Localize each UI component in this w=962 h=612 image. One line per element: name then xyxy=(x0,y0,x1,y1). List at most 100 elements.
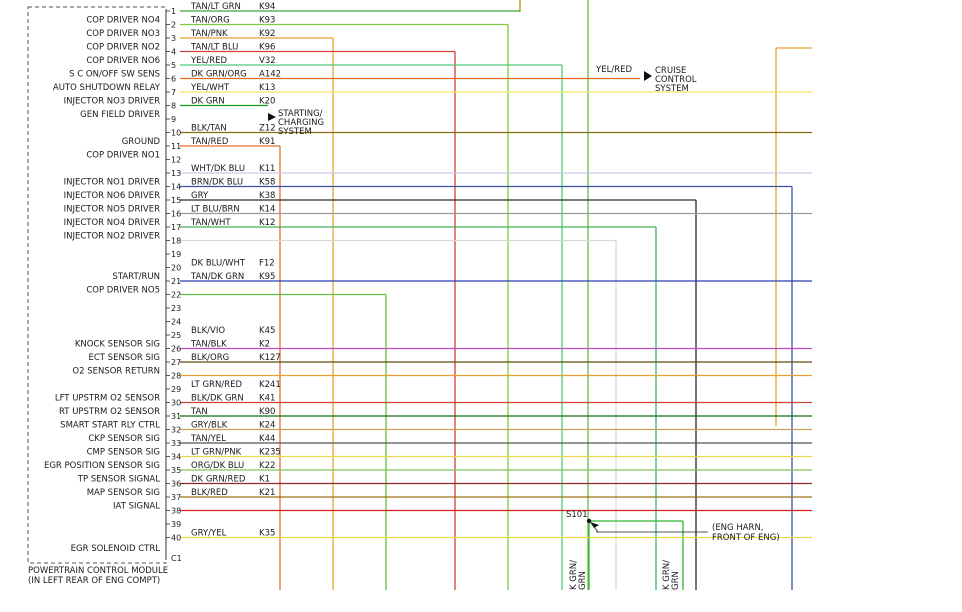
function-label: MAP SENSOR SIG xyxy=(87,488,160,498)
wire-color-label: DK GRN/ORG xyxy=(191,70,247,80)
circuit-label: K24 xyxy=(259,421,275,431)
pin-number: 30 xyxy=(171,399,181,408)
pin-number: 26 xyxy=(171,345,181,354)
function-label: S C ON/OFF SW SENS xyxy=(69,70,160,80)
wire-color-label: TAN/BLK xyxy=(190,340,227,350)
pin-number: 31 xyxy=(171,412,181,421)
circuit-label: K58 xyxy=(259,178,275,188)
function-label: O2 SENSOR RETURN xyxy=(72,367,160,377)
circuit-label: K96 xyxy=(259,43,275,53)
function-label: INJECTOR NO5 DRIVER xyxy=(64,205,160,215)
circuit-label: K45 xyxy=(259,326,275,336)
wire-color-label: BLK/RED xyxy=(191,488,228,498)
wire-color-label: LT GRN/RED xyxy=(191,380,242,390)
pin-number: 12 xyxy=(171,156,181,165)
wire-color-label: YEL/RED xyxy=(190,56,227,66)
circuit-label: K94 xyxy=(259,2,275,12)
circuit-label: K35 xyxy=(259,529,275,539)
charging-arrow-icon xyxy=(268,113,276,121)
splice-note-2: FRONT OF ENG) xyxy=(712,533,780,543)
cruise-label-2: CONTROL xyxy=(655,75,697,85)
pin-number: 40 xyxy=(171,534,181,543)
wire-color-label: WHT/DK BLU xyxy=(191,164,245,174)
bottom-wire-label-2b: GRN xyxy=(671,571,681,590)
function-label: COP DRIVER NO1 xyxy=(86,151,160,161)
circuit-label: K92 xyxy=(259,29,275,39)
module-location: (IN LEFT REAR OF ENG COMPT) xyxy=(28,576,160,586)
vertical-wires xyxy=(279,0,812,590)
pin-number: 2 xyxy=(171,21,176,30)
splice-leader-arrow-icon xyxy=(590,522,599,528)
pin-number: 3 xyxy=(171,34,176,43)
pin-number: 15 xyxy=(171,196,181,205)
function-label: START/RUN xyxy=(112,272,160,282)
wire-color-label: TAN/YEL xyxy=(190,434,226,444)
pin-number: 35 xyxy=(171,466,181,475)
circuit-label: K1 xyxy=(259,475,270,485)
wire-color-label: GRY xyxy=(191,191,209,201)
function-label: COP DRIVER NO3 xyxy=(86,29,160,39)
pin-number: 38 xyxy=(171,507,181,516)
function-label: COP DRIVER NO2 xyxy=(86,43,160,53)
circuit-label: K90 xyxy=(259,407,275,417)
circuit-label: K13 xyxy=(259,83,275,93)
pin-number: 34 xyxy=(171,453,181,462)
pin-number: 16 xyxy=(171,210,181,219)
wire-color-label: LT BLU/BRN xyxy=(191,205,240,215)
charging-label-3: SYSTEM xyxy=(278,127,312,137)
wire-color-label: TAN/WHT xyxy=(190,218,231,228)
wire-color-label: ORG/DK BLU xyxy=(191,461,244,471)
circuit-label: V32 xyxy=(259,56,276,66)
wire-color-label: BRN/DK BLU xyxy=(191,178,243,188)
module-name: POWERTRAIN CONTROL MODULE xyxy=(28,566,168,576)
cruise-label-3: SYSTEM xyxy=(655,84,689,94)
pin-number: 9 xyxy=(171,115,176,124)
circuit-label: K11 xyxy=(259,164,275,174)
circuit-label: K127 xyxy=(259,353,281,363)
wire-color-label: TAN/ORG xyxy=(190,16,230,26)
wire-color-label: BLK/VIO xyxy=(191,326,225,336)
charging-label-2: CHARGING xyxy=(278,118,324,128)
function-label: SMART START RLY CTRL xyxy=(60,421,160,431)
pin-number: 29 xyxy=(171,385,181,394)
pin-number: 14 xyxy=(171,183,181,192)
function-label: CKP SENSOR SIG xyxy=(88,434,160,444)
function-label: GEN FIELD DRIVER xyxy=(80,110,160,120)
function-label: INJECTOR NO6 DRIVER xyxy=(64,191,160,201)
pin-number: 10 xyxy=(171,129,181,138)
pin-number: 19 xyxy=(171,250,181,259)
function-label: LFT UPSTRM O2 SENSOR xyxy=(55,394,160,404)
circuit-label: A142 xyxy=(259,70,281,80)
circuit-label: K44 xyxy=(259,434,275,444)
function-label: INJECTOR NO3 DRIVER xyxy=(64,97,160,107)
wire-color-label: TAN/RED xyxy=(190,137,229,147)
wire-color-label: DK GRN xyxy=(191,97,225,107)
pin-number: 7 xyxy=(171,88,176,97)
function-label: INJECTOR NO1 DRIVER xyxy=(64,178,160,188)
pin-number: 5 xyxy=(171,61,176,70)
splice-note-1: (ENG HARN, xyxy=(712,523,764,533)
cruise-arrow-icon xyxy=(644,71,652,81)
circuit-label: K20 xyxy=(259,97,275,107)
function-label: COP DRIVER NO5 xyxy=(86,286,160,296)
wire-color-label: TAN/DK GRN xyxy=(190,272,244,282)
function-label: AUTO SHUTDOWN RELAY xyxy=(53,83,161,93)
pin-number: 22 xyxy=(171,291,181,300)
circuit-label: K38 xyxy=(259,191,275,201)
cruise-label-1: CRUISE xyxy=(655,66,686,76)
pin-number: 21 xyxy=(171,277,181,286)
pin-number: 11 xyxy=(171,142,181,151)
pin-number: 17 xyxy=(171,223,181,232)
pin-number: 6 xyxy=(171,75,176,84)
pin-number: 23 xyxy=(171,304,181,313)
circuit-label: K235 xyxy=(259,448,281,458)
function-label: COP DRIVER NO4 xyxy=(86,16,160,26)
circuit-label: K41 xyxy=(259,394,275,404)
wire-color-label: TAN xyxy=(190,407,208,417)
wire-color-label: GRY/BLK xyxy=(191,421,228,431)
function-label: INJECTOR NO4 DRIVER xyxy=(64,218,160,228)
circuit-label: K91 xyxy=(259,137,275,147)
charging-label-1: STARTING/ xyxy=(278,109,323,119)
pin-number: 13 xyxy=(171,169,181,178)
